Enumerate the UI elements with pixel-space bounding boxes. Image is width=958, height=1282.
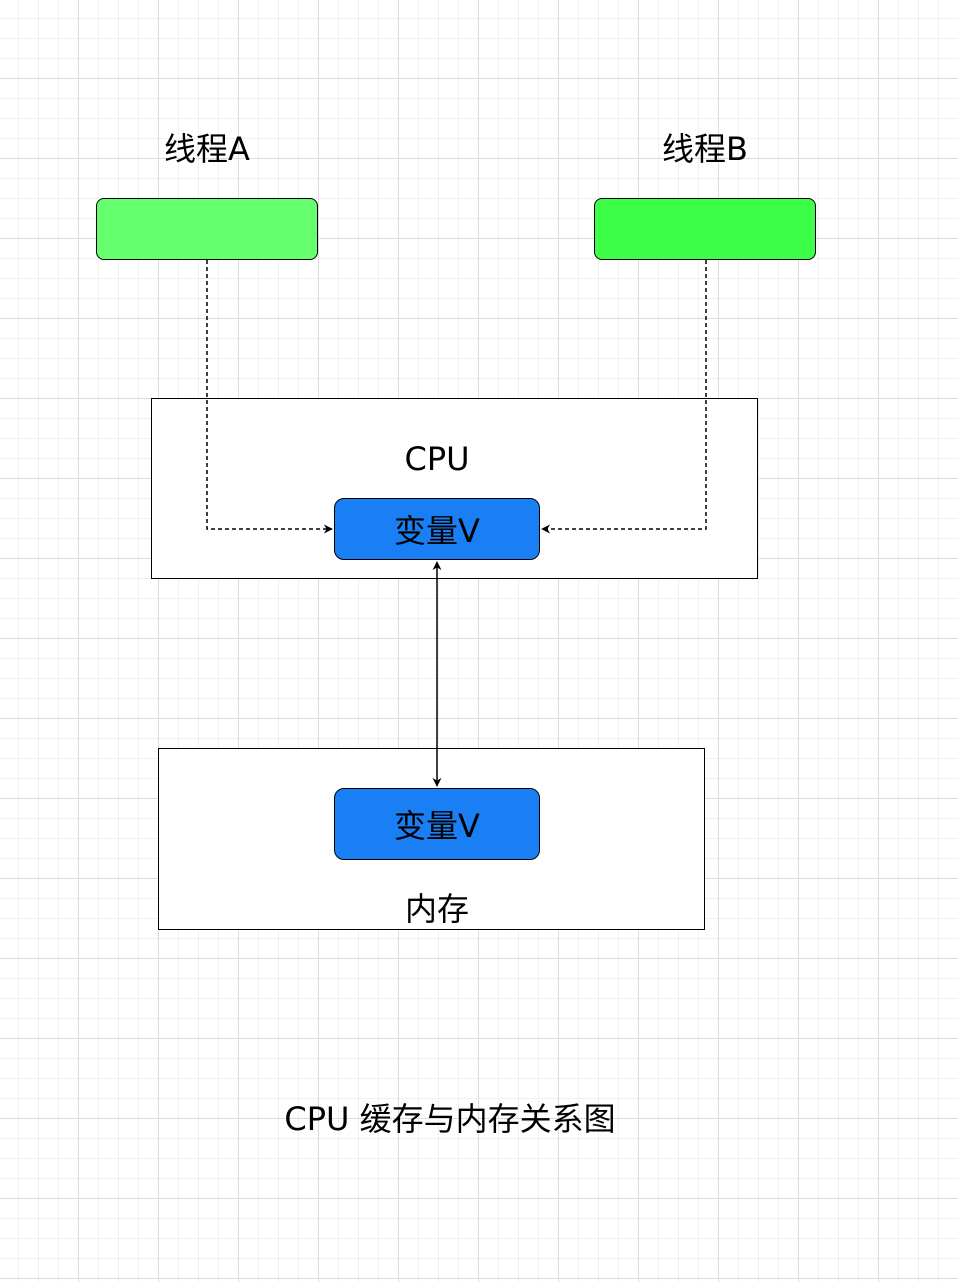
thread-a-label: 线程A	[164, 130, 250, 168]
diagram-caption: CPU 缓存与内存关系图	[284, 1100, 616, 1138]
memory-label: 内存	[404, 890, 469, 928]
cpu-variable-label: 变量V	[394, 512, 480, 550]
thread-b-box[interactable]	[594, 198, 816, 260]
cpu-label: CPU	[404, 440, 470, 478]
thread-a-box[interactable]	[96, 198, 318, 260]
memory-variable-label: 变量V	[394, 807, 480, 845]
memory-variable-box[interactable]: 变量V	[334, 788, 540, 860]
thread-b-label: 线程B	[662, 130, 748, 168]
cpu-variable-box[interactable]: 变量V	[334, 498, 540, 560]
